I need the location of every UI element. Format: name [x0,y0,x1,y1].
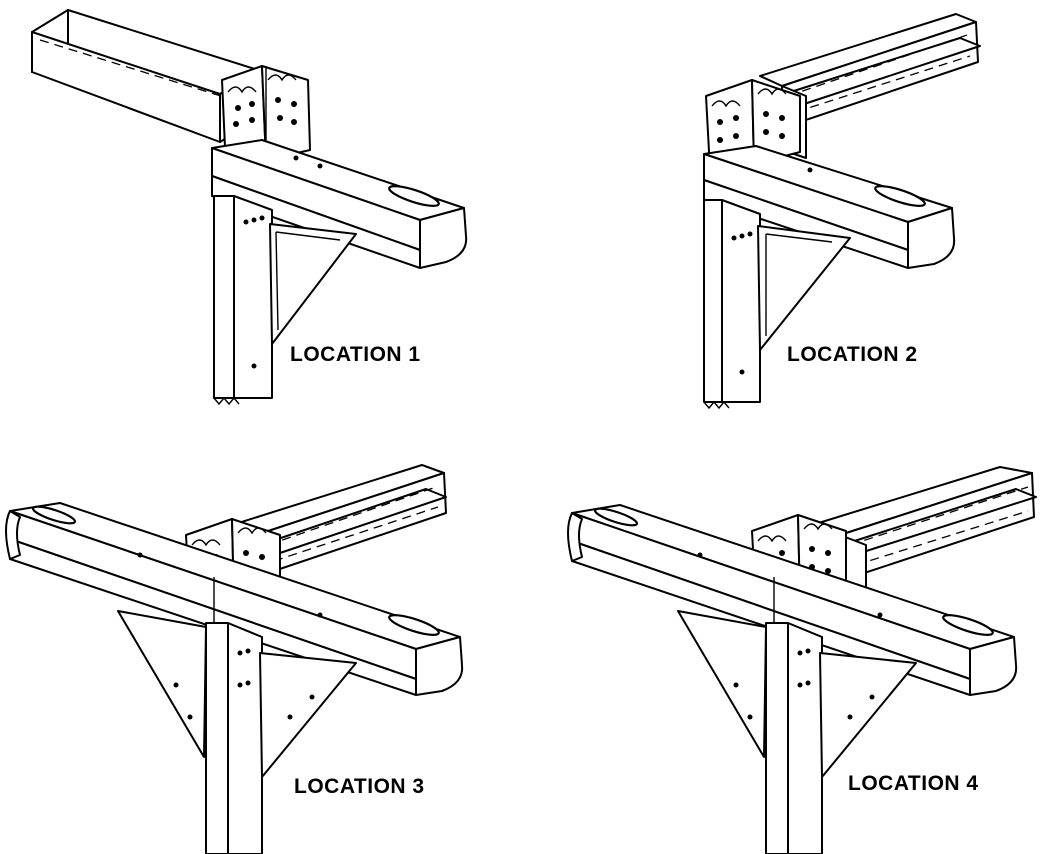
knee-brace-left [117,610,207,758]
location-4-drawing [567,466,1037,854]
knee-brace [757,225,851,351]
location-2-panel: LOCATION 2 [520,0,1040,427]
knee-brace-right [259,652,357,778]
location-label: LOCATION 2 [787,343,918,366]
location-label: LOCATION 1 [290,343,421,366]
column [765,622,823,854]
location-label: LOCATION 3 [294,775,425,798]
splice-bracket [705,79,801,171]
location-1-panel: LOCATION 1 [0,0,520,427]
location-3-panel: LOCATION 3 [0,427,520,854]
knee-brace [269,223,357,345]
column [703,199,761,410]
arm-beam [211,139,468,269]
long-beam [5,502,464,696]
arm-beam [703,145,956,269]
location-1-drawing [31,9,468,406]
box-beam [759,13,981,159]
long-beam [567,504,1018,696]
knee-brace-left [677,610,767,758]
location-2-drawing [703,13,981,410]
box-beam [811,466,1037,606]
box-beam [31,9,259,143]
column [205,622,263,854]
column [213,195,273,406]
location-3-drawing [5,464,464,854]
knee-brace-right [819,652,917,778]
location-4-panel: LOCATION 4 [520,427,1040,854]
location-label: LOCATION 4 [848,772,979,795]
